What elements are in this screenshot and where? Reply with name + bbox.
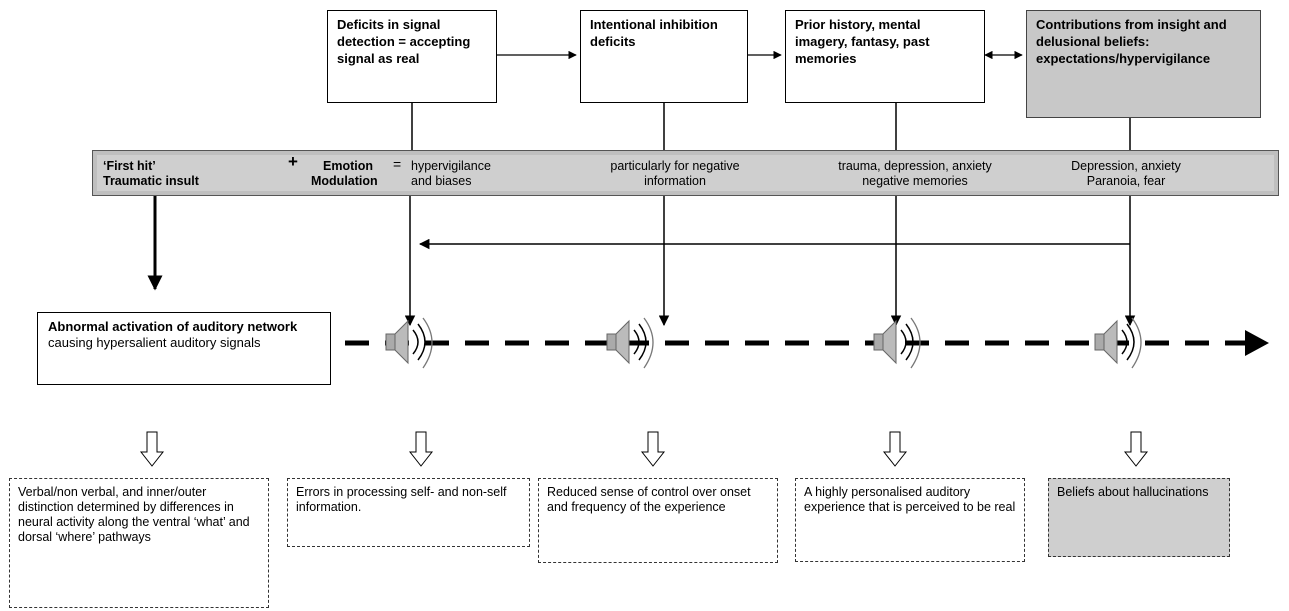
first-hit-line2: Traumatic insult: [103, 174, 199, 188]
box-inhibition: Intentional inhibition deficits: [580, 10, 748, 103]
box-processing-errors: Errors in processing self- and non-self …: [287, 478, 530, 547]
emotion-modulation-label: Emotion Modulation: [311, 159, 378, 189]
emotion-line1: Emotion: [323, 159, 373, 173]
beliefs-text: Beliefs about hallucinations: [1057, 485, 1209, 499]
speaker-icon: [1094, 317, 1142, 369]
seg2-line2: information: [644, 174, 706, 188]
box-abnormal-activation: Abnormal activation of auditory network …: [37, 312, 331, 385]
hollow-down-arrow-icon: [139, 431, 165, 467]
signal-detection-text: Deficits in signal detection = accepting…: [337, 17, 471, 66]
abnormal-bold-text: Abnormal activation of auditory network: [48, 319, 298, 334]
verbal-text: Verbal/non verbal, and inner/outer disti…: [18, 485, 250, 544]
box-beliefs-hallucinations: Beliefs about hallucinations: [1048, 478, 1230, 557]
band-segment-2: particularly for negative information: [591, 159, 759, 189]
box-reduced-control: Reduced sense of control over onset and …: [538, 478, 778, 563]
band-strip: [97, 155, 1274, 191]
speaker-icon: [606, 317, 654, 369]
seg1-line1: hypervigilance: [411, 159, 491, 173]
seg3-line1: trauma, depression, anxiety: [838, 159, 992, 173]
band-segment-4: Depression, anxiety Paranoia, fear: [1061, 159, 1191, 189]
band-segment-1: hypervigilance and biases: [411, 159, 491, 189]
box-personalised-experience: A highly personalised auditory experienc…: [795, 478, 1025, 562]
inhibition-text: Intentional inhibition deficits: [590, 17, 718, 49]
seg3-line2: negative memories: [862, 174, 968, 188]
prior-history-text: Prior history, mental imagery, fantasy, …: [795, 17, 930, 66]
hollow-down-arrow-icon: [882, 431, 908, 467]
plus-sign: +: [288, 152, 298, 171]
seg2-line1: particularly for negative: [610, 159, 740, 173]
speaker-icon: [385, 317, 433, 369]
first-hit-label: ‘First hit’ Traumatic insult: [103, 159, 199, 189]
personalised-text: A highly personalised auditory experienc…: [804, 485, 1016, 514]
modulation-band: ‘First hit’ Traumatic insult + Emotion M…: [92, 150, 1279, 196]
hollow-down-arrow-icon: [1123, 431, 1149, 467]
seg4-line1: Depression, anxiety: [1071, 159, 1181, 173]
hollow-down-arrow-icon: [408, 431, 434, 467]
hollow-down-arrow-icon: [640, 431, 666, 467]
insight-text: Contributions from insight and delusiona…: [1036, 17, 1227, 66]
box-prior-history: Prior history, mental imagery, fantasy, …: [785, 10, 985, 103]
band-segment-3: trauma, depression, anxiety negative mem…: [815, 159, 1015, 189]
emotion-line2: Modulation: [311, 174, 378, 188]
first-hit-line1: ‘First hit’: [103, 159, 156, 173]
box-signal-detection: Deficits in signal detection = accepting…: [327, 10, 497, 103]
seg1-line2: and biases: [411, 174, 472, 188]
errors-text: Errors in processing self- and non-self …: [296, 485, 507, 514]
box-insight-beliefs: Contributions from insight and delusiona…: [1026, 10, 1261, 118]
box-verbal-distinction: Verbal/non verbal, and inner/outer disti…: [9, 478, 269, 608]
seg4-line2: Paranoia, fear: [1086, 174, 1166, 188]
equals-sign: =: [393, 156, 402, 172]
abnormal-rest-text: causing hypersalient auditory signals: [48, 335, 261, 350]
speaker-icon: [873, 317, 921, 369]
control-text: Reduced sense of control over onset and …: [547, 485, 751, 514]
timeline-arrowhead: [1245, 330, 1269, 356]
